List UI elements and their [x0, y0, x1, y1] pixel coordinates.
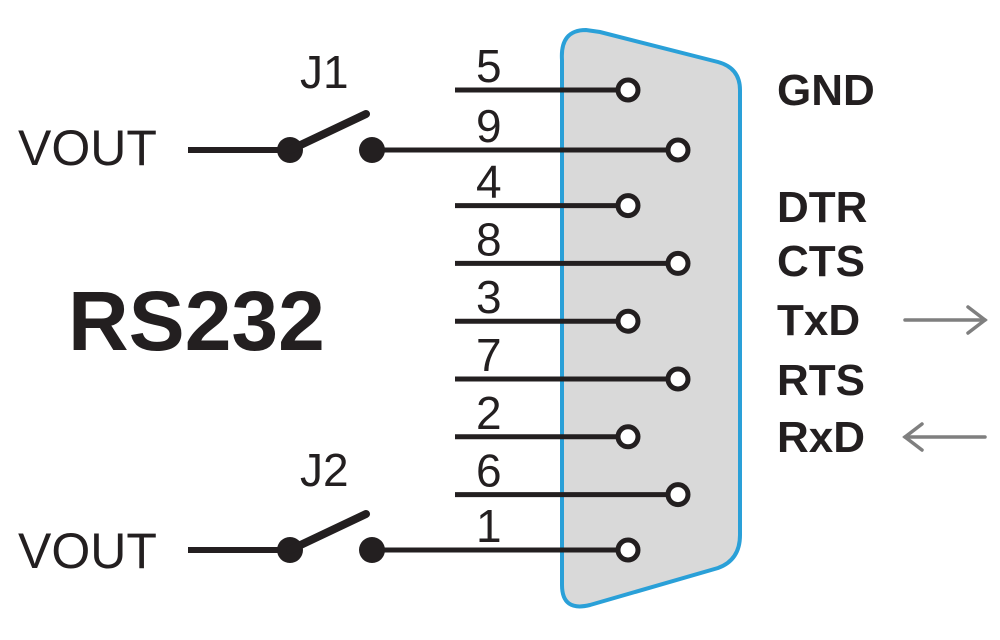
pin-8-number: 8: [476, 213, 502, 265]
pins-layer: 5 948 3 7 2 61: [372, 40, 691, 563]
jumper-j1-switch-arm: [286, 110, 370, 154]
jumper-j2: J2 VOUT: [18, 444, 385, 579]
pin-9-number: 9: [476, 100, 502, 152]
pin-8-contact: [665, 250, 691, 276]
jumper-j1-contact-right: [359, 137, 385, 163]
diagram-title: RS232: [68, 274, 325, 368]
signal-gnd-label: GND: [777, 66, 875, 115]
signal-dtr-label: DTR: [777, 183, 867, 232]
pin-3-contact: [615, 308, 641, 334]
signal-txd-arrow-icon: [903, 305, 988, 335]
pin-9-contact: [665, 137, 691, 163]
jumper-j1-source-label: VOUT: [18, 120, 157, 176]
signal-rts-label: RTS: [777, 356, 865, 405]
pin-1-contact: [615, 537, 641, 563]
jumper-j1-label: J1: [300, 46, 349, 98]
pin-7-contact: [665, 366, 691, 392]
jumper-j2-label: J2: [300, 444, 349, 496]
signal-txd-label: TxD: [777, 296, 860, 345]
pin-6-contact: [665, 482, 691, 508]
jumper-j1: J1 VOUT: [18, 46, 385, 176]
pin-7-number: 7: [476, 329, 502, 381]
signal-rxd-label: RxD: [777, 413, 865, 462]
pin-5-number: 5: [476, 40, 502, 92]
signal-cts-label: CTS: [777, 237, 865, 286]
pin-4-number: 4: [476, 156, 502, 208]
pin-4-contact: [615, 193, 641, 219]
pin-6-number: 6: [476, 445, 502, 497]
signals-layer: GND DTR CTS TxD RTS RxD: [777, 66, 988, 462]
pin-3-number: 3: [476, 271, 502, 323]
pin-5-contact: [615, 77, 641, 103]
signal-rxd-arrow-icon: [902, 422, 987, 452]
pin-2-contact: [615, 424, 641, 450]
pin-1-number: 1: [476, 500, 502, 552]
jumper-j2-source-label: VOUT: [18, 523, 157, 579]
db9-connector-body: [559, 27, 742, 609]
pin-2-number: 2: [476, 387, 502, 439]
jumper-j2-switch-arm: [286, 510, 370, 554]
jumper-j2-contact-right: [359, 537, 385, 563]
